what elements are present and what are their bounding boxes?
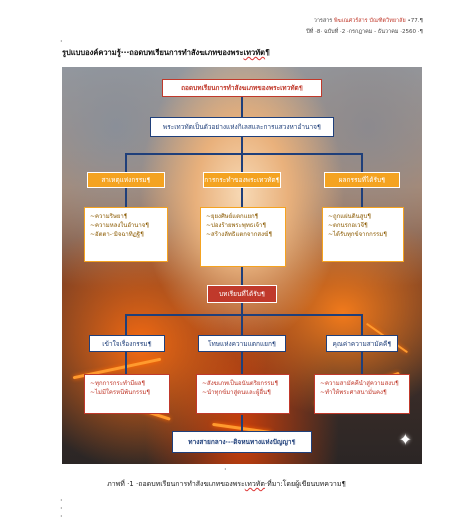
list-item: ~ได้รับทุกข์จากกรรม¶ <box>328 231 388 238</box>
lessons-node: บทเรียนที่ได้รับ¶ <box>207 285 277 303</box>
heading-spellcheck-word: เทวทัต <box>243 48 266 57</box>
action-list: ~ยุยงศิษย์แตกแยก¶ ~ปองร้ายพระพุทธเจ้า¶ ~… <box>200 207 286 267</box>
result-list: ~ถูกแผ่นดินสูบ¶ ~ตกนรกอเวจี¶ ~ได้รับทุกข… <box>322 207 404 262</box>
list-item: ~ทำให้พระศาสนามั่นคง¶ <box>320 389 387 396</box>
branch-cause: สาเหตุแห่งกรรม¶ <box>87 172 165 188</box>
list-item: ~ไม่มีใครหนีพ้นกรรม¶ <box>90 389 151 396</box>
page-number: •77.¶ <box>407 18 424 24</box>
list-item: ~ตกนรกอเวจี¶ <box>328 222 368 229</box>
list-item: ~นำทุกข์มาสู่ตนและผู้อื่น¶ <box>202 389 271 396</box>
list-item: ~อัตตา-·มิจฉาทิฏฐิ¶ <box>90 231 144 238</box>
diagram-title: ถอดบทเรียนการทำสังฆเภทของพระเทวทัต¶ <box>162 79 322 97</box>
paragraph-mark: · <box>60 37 63 46</box>
paragraph-mark: · <box>60 504 63 513</box>
connector-line <box>125 153 363 155</box>
journal-issue: ปีที่ ·8· ฉบับที่ ·2 ·กรกฎาคม - ธันวาคม … <box>306 29 423 35</box>
unity-list: ~ความสามัคคีนำสู่ความสงบ¶ ~ทำให้พระศาสนา… <box>314 374 410 414</box>
journal-name-highlight: พิฆเณศวร์สาร บัณฑิตวิทยาลัย <box>334 18 406 24</box>
list-item: ~ปองร้ายพระพุทธเจ้า¶ <box>206 222 267 229</box>
connector-line <box>241 267 243 285</box>
list-item: ~ความหลงในอำนาจ¶ <box>90 222 150 229</box>
connector-line <box>125 352 127 374</box>
journal-name-prefix: วารสาร <box>313 18 333 24</box>
heading-text: รูปแบบองค์ความรู้···ถอดบทเรียนการทำสังฆเ… <box>62 48 244 57</box>
paragraph-mark: · <box>224 465 227 474</box>
connector-line <box>361 187 363 207</box>
list-item: ~ความสามัคคีนำสู่ความสงบ¶ <box>320 380 399 387</box>
caption-text: ภาพที่ ·1 ·ถอดบทเรียนการทำสังฆเภทของพระ <box>107 480 245 488</box>
caption-spellcheck-word: เทวทัต <box>244 480 265 488</box>
connector-line <box>125 187 127 207</box>
list-item: ~สร้างลัทธิแตกจากสงฆ์¶ <box>206 231 273 238</box>
connector-line <box>241 153 243 172</box>
list-item: ~ถูกแผ่นดินสูบ¶ <box>328 213 372 220</box>
paragraph-mark: · <box>60 496 63 505</box>
paragraph-mark: · <box>60 512 63 521</box>
connector-line <box>241 314 243 335</box>
caption-source: ·ที่มา:โดยผู้เขียนบทความ¶ <box>264 480 346 488</box>
connector-line <box>125 314 127 335</box>
connector-line <box>361 352 363 374</box>
connector-line <box>125 314 363 316</box>
list-item: ~สังฆเภทเป็นอนันตริยกรรม¶ <box>202 380 279 387</box>
connector-line <box>241 95 243 117</box>
lesson-karma: เข้าใจเรื่องกรรม¶ <box>89 335 165 352</box>
connector-line <box>125 153 127 172</box>
division-list: ~สังฆเภทเป็นอนันตริยกรรม¶ ~นำทุกข์มาสู่ต… <box>196 374 290 414</box>
connector-line <box>361 153 363 172</box>
connector-line <box>241 415 243 431</box>
lesson-unity: คุณค่าความสามัคคี¶ <box>326 335 398 352</box>
lesson-division: โทษแห่งความแตกแยก¶ <box>198 335 286 352</box>
journal-header: วารสาร พิฆเณศวร์สาร บัณฑิตวิทยาลัย •77.¶ <box>314 17 423 25</box>
branch-action: การกระทำของพระเทวทัต¶ <box>203 172 281 188</box>
list-item: ~ความริษยา¶ <box>90 213 128 220</box>
heading-mark: ¶ <box>265 48 270 57</box>
figure-image[interactable]: ✦ ถอดบทเรียนการทำสังฆเภทของพระเทวทัต¶ พร… <box>62 67 422 464</box>
sparkle-icon: ✦ <box>398 430 412 449</box>
connector-line <box>241 303 243 315</box>
list-item: ~ยุยงศิษย์แตกแยก¶ <box>206 213 259 220</box>
list-item: ~ทุกการกระทำมีผล¶ <box>90 380 146 387</box>
connector-line <box>361 314 363 335</box>
branch-result: ผลกรรมที่ได้รับ¶ <box>324 172 400 188</box>
figure-caption: ภาพที่ ·1 ·ถอดบทเรียนการทำสังฆเภทของพระเ… <box>0 479 453 490</box>
conclusion-node: ทางสายกลาง·-·ดิจหนทางแห่งปัญญา¶ <box>172 431 312 453</box>
figure-heading: รูปแบบองค์ความรู้···ถอดบทเรียนการทำสังฆเ… <box>62 47 270 59</box>
karma-list: ~ทุกการกระทำมีผล¶ ~ไม่มีใครหนีพ้นกรรม¶ <box>84 374 170 414</box>
cause-list: ~ความริษยา¶ ~ความหลงในอำนาจ¶ ~อัตตา-·มิจ… <box>84 207 168 262</box>
connector-line <box>241 137 243 153</box>
diagram-main-node: พระเทวทัตเป็นตัวอย่างแห่งกิเลสและการแสวง… <box>150 117 334 137</box>
connector-line <box>241 352 243 374</box>
connector-line <box>241 187 243 207</box>
